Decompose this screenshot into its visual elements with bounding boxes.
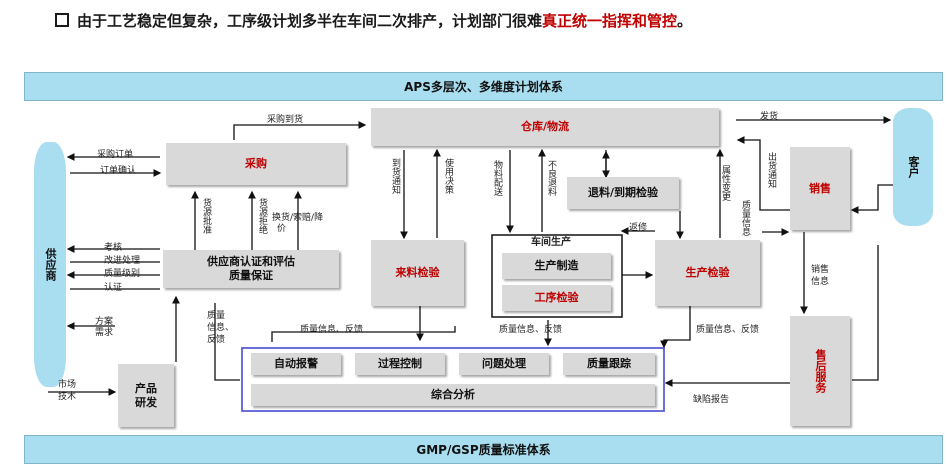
- return-label-1: 换货/索赔/降: [272, 213, 324, 223]
- issue-handling-box: 问题处理: [459, 353, 549, 375]
- customer-oval: 客户: [893, 108, 933, 226]
- certify-label: 认证: [104, 283, 123, 293]
- analysis-box: 综合分析: [251, 384, 655, 406]
- analysis-frame: [241, 347, 665, 412]
- process-inspection-box: 工序检验: [502, 285, 611, 311]
- quality-info-vlabel: 质量信息: [740, 200, 750, 236]
- source-approve-label: 货源批准: [201, 198, 211, 234]
- quality-assurance-label: 质量保证: [229, 269, 273, 282]
- return-label-2: 价: [277, 224, 287, 234]
- production-box: 生产制造: [502, 253, 611, 279]
- improve-label: 改进处理: [104, 256, 141, 266]
- page-title: 由于工艺稳定但复杂，工序级计划多半在车间二次排产，计划部门很难真正统一指挥和管控…: [55, 10, 692, 31]
- feedback-right-label: 质量信息、反馈: [696, 325, 760, 335]
- quality-info-label-1: 质量: [207, 311, 226, 321]
- product-label: 产品: [135, 381, 157, 395]
- return-expiry-box: 退料/到期检验: [567, 177, 679, 209]
- workshop-title: 车间生产: [531, 237, 571, 248]
- title-suffix: 。: [677, 12, 693, 30]
- attr-change-label: 属性变更: [720, 165, 730, 201]
- supplier-cert-label: 供应商认证和评估: [207, 255, 295, 268]
- purchase-order-label: 采购订单: [97, 150, 134, 160]
- plan-label: 方案: [95, 317, 114, 327]
- gmp-band: GMP/GSP质量标准体系: [24, 435, 943, 464]
- auto-alarm-box: 自动报警: [251, 353, 341, 375]
- defect-report-label: 缺陷报告: [693, 395, 730, 405]
- tech-label: 技术: [58, 392, 77, 402]
- rd-label: 研发: [135, 395, 157, 409]
- quality-info-label-3: 反馈: [207, 335, 226, 345]
- quality-info-label-2: 信息、: [207, 323, 235, 333]
- ship-label: 发货: [760, 112, 779, 122]
- assess-label: 考核: [104, 243, 123, 253]
- warehouse-box: 仓库/物流: [371, 108, 719, 146]
- title-text: 由于工艺稳定但复杂，工序级计划多半在车间二次排产，计划部门很难: [77, 12, 543, 30]
- checkbox-square-icon: [55, 13, 69, 27]
- supplier-oval: 供应商: [34, 142, 66, 387]
- sales-info-label-1: 销售: [811, 265, 830, 275]
- product-rd-box: 产品 研发: [118, 364, 174, 427]
- inbound-notice-label: 到货通知: [390, 158, 400, 194]
- after-sales-box: 售后服务: [790, 316, 850, 426]
- source-reject-label: 货源拒绝: [257, 198, 267, 234]
- material-dispatch-label: 物料配送: [492, 160, 502, 196]
- sales-box: 销售: [790, 147, 850, 230]
- workshop-frame: [491, 234, 623, 318]
- feedback-left-label: 质量信息、反馈: [300, 325, 364, 335]
- sales-info-label-2: 信息: [811, 277, 830, 287]
- supplier-cert-box: 供应商认证和评估 质量保证: [163, 250, 339, 288]
- order-confirm-label: 订单确认: [100, 166, 137, 176]
- market-label: 市场: [58, 380, 77, 390]
- requirement-label: 需求: [95, 328, 114, 338]
- quality-level-label: 质量级别: [104, 269, 141, 279]
- rework-label: 返修: [629, 223, 648, 233]
- feedback-mid-label: 质量信息、反馈: [499, 325, 563, 335]
- usage-decision-label: 使用决策: [443, 158, 453, 194]
- bad-material-label: 不良退料: [546, 160, 556, 196]
- process-control-box: 过程控制: [355, 353, 445, 375]
- incoming-inspection-box: 来料检验: [371, 240, 464, 306]
- quality-tracking-box: 质量跟踪: [563, 353, 655, 375]
- ship-notice-label: 出货通知: [766, 152, 776, 188]
- production-inspection-box: 生产检验: [655, 240, 760, 306]
- purchase-box: 采购: [166, 143, 346, 185]
- title-highlight: 真正统一指挥和管控: [542, 12, 678, 30]
- purchase-receipt-label: 采购到货: [267, 115, 304, 125]
- aps-band: APS多层次、多维度计划体系: [24, 72, 943, 101]
